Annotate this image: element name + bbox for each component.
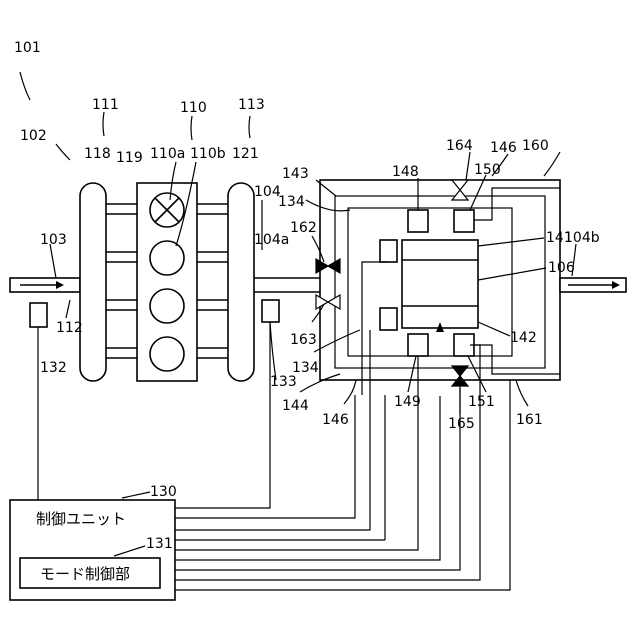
label-104a: 104a (254, 232, 289, 248)
label-134-bot: 134 (292, 360, 319, 376)
sensor-148 (408, 210, 428, 232)
label-150: 150 (474, 162, 501, 178)
label-133: 133 (270, 374, 297, 390)
label-118: 118 (84, 146, 111, 162)
cylinder-3 (150, 289, 184, 323)
label-146-top: 146 (490, 140, 517, 156)
label-121: 121 (232, 146, 259, 162)
control-unit-label: 制御ユニット (36, 510, 126, 528)
cylinder-4 (150, 337, 184, 371)
label-134-top: 134 (278, 194, 305, 210)
label-161: 161 (516, 412, 543, 428)
sensor-134-upper (380, 240, 397, 262)
label-143: 143 (282, 166, 309, 182)
label-104: 104 (254, 184, 281, 200)
label-132: 132 (40, 360, 67, 376)
label-104b: 104b (564, 230, 600, 246)
label-149: 149 (394, 394, 421, 410)
mode-control-label: モード制御部 (40, 565, 130, 583)
label-101: 101 (14, 40, 41, 56)
core-106 (402, 240, 478, 328)
exhaust-runners (197, 204, 228, 358)
cylinder-2 (150, 241, 184, 275)
label-102: 102 (20, 128, 47, 144)
label-142: 142 (510, 330, 537, 346)
label-130: 130 (150, 484, 177, 500)
label-110a: 110a (150, 146, 185, 162)
label-148: 148 (392, 164, 419, 180)
label-119: 119 (116, 150, 143, 166)
label-146-bot: 146 (322, 412, 349, 428)
label-110: 110 (180, 100, 207, 116)
sensor-134-lower (380, 308, 397, 330)
intake-sensor-132 (30, 303, 47, 327)
label-112: 112 (56, 320, 83, 336)
label-165: 165 (448, 416, 475, 432)
sensor-150 (454, 210, 474, 232)
exhaust-sensor-133 (262, 300, 279, 322)
label-110b: 110b (190, 146, 226, 162)
label-151: 151 (468, 394, 495, 410)
sensor-149 (408, 334, 428, 356)
intake-manifold (80, 183, 106, 381)
exhaust-manifold (228, 183, 254, 381)
label-160: 160 (522, 138, 549, 154)
label-113: 113 (238, 97, 265, 113)
label-163: 163 (290, 332, 317, 348)
label-103: 103 (40, 232, 67, 248)
cylinder-stopped (150, 193, 184, 227)
label-131: 131 (146, 536, 173, 552)
label-111: 111 (92, 97, 119, 113)
label-164: 164 (446, 138, 473, 154)
label-162: 162 (290, 220, 317, 236)
label-144: 144 (282, 398, 309, 414)
label-106: 106 (548, 260, 575, 276)
intake-runners (106, 204, 137, 358)
